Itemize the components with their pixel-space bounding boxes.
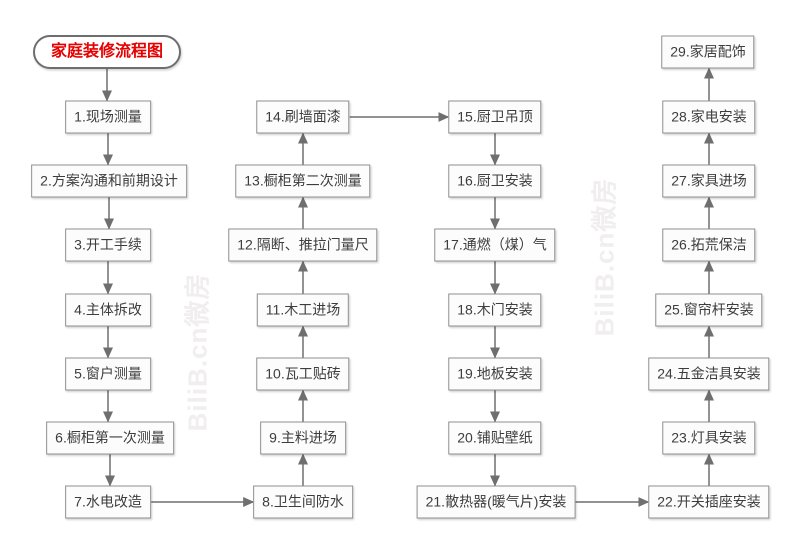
flow-step-12: 12.隔断、推拉门量尺 bbox=[228, 228, 378, 262]
flow-step-1: 1.现场测量 bbox=[65, 100, 151, 134]
flow-step-14: 14.刷墙面漆 bbox=[256, 100, 350, 134]
flow-step-26: 26.拓荒保洁 bbox=[662, 228, 756, 262]
flow-step-7: 7.水电改造 bbox=[65, 485, 151, 519]
flow-step-18: 18.木门安装 bbox=[448, 293, 542, 327]
flow-step-19: 19.地板安装 bbox=[448, 357, 542, 391]
flow-step-4: 4.主体拆改 bbox=[65, 293, 151, 327]
flow-step-29: 29.家居配饰 bbox=[661, 35, 755, 69]
flow-step-3: 3.开工手续 bbox=[65, 228, 151, 262]
flow-step-6: 6.橱柜第一次测量 bbox=[46, 421, 174, 455]
flow-step-27: 27.家具进场 bbox=[662, 164, 756, 198]
flow-step-20: 20.铺贴壁纸 bbox=[448, 421, 542, 455]
flow-step-16: 16.厨卫安装 bbox=[448, 164, 542, 198]
flow-step-22: 22.开关插座安装 bbox=[648, 485, 770, 519]
flow-step-5: 5.窗户测量 bbox=[65, 357, 151, 391]
flow-step-23: 23.灯具安装 bbox=[662, 421, 756, 455]
flow-step-28: 28.家电安装 bbox=[662, 100, 756, 134]
flow-step-15: 15.厨卫吊顶 bbox=[448, 100, 542, 134]
flow-step-21: 21.散热器(暖气片)安装 bbox=[416, 485, 576, 519]
flow-step-9: 9.主料进场 bbox=[260, 421, 346, 455]
flow-step-13: 13.橱柜第二次测量 bbox=[235, 164, 371, 198]
flowchart-title: 家庭装修流程图 bbox=[32, 35, 182, 69]
flow-step-2: 2.方案沟通和前期设计 bbox=[31, 164, 187, 198]
flow-step-11: 11.木工进场 bbox=[256, 293, 350, 327]
flow-step-24: 24.五金洁具安装 bbox=[648, 357, 770, 391]
flow-step-17: 17.通燃（煤）气 bbox=[434, 228, 556, 262]
flow-step-25: 25.窗帘杆安装 bbox=[655, 293, 763, 327]
flow-step-8: 8.卫生间防水 bbox=[253, 485, 353, 519]
flow-step-10: 10.瓦工贴砖 bbox=[256, 357, 350, 391]
